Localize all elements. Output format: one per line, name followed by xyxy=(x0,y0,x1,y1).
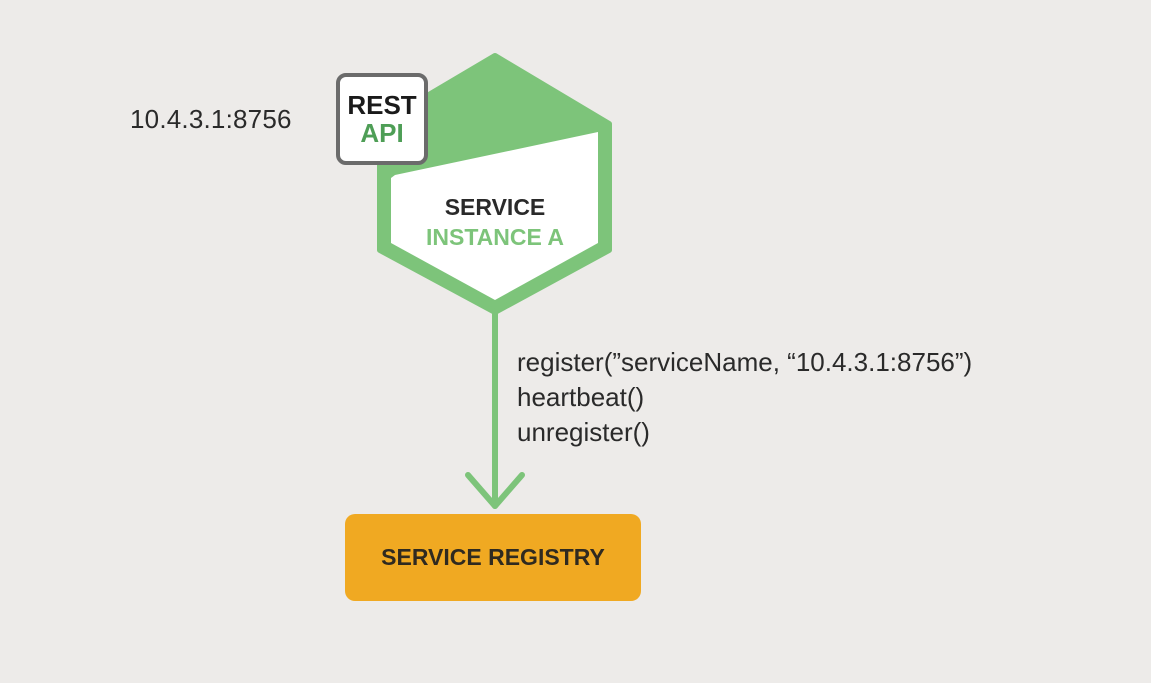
call-heartbeat: heartbeat() xyxy=(517,382,645,412)
registration-arrow-head xyxy=(465,472,525,509)
service-title-line2: INSTANCE A xyxy=(426,224,564,250)
registry-calls-list: register(”serviceName, “10.4.3.1:8756”) … xyxy=(517,345,972,450)
rest-api-line1: REST xyxy=(347,90,417,120)
service-hexagon-inner xyxy=(391,132,598,300)
service-title-line1: SERVICE xyxy=(444,194,546,220)
service-registry-label: SERVICE REGISTRY xyxy=(381,544,605,570)
service-instance-title: SERVICE INSTANCE A xyxy=(395,192,595,252)
call-unregister: unregister() xyxy=(517,417,650,447)
rest-api-badge: REST API xyxy=(336,73,428,165)
rest-api-line2: API xyxy=(360,118,404,148)
call-register: register(”serviceName, “10.4.3.1:8756”) xyxy=(517,347,973,377)
instance-address-label: 10.4.3.1:8756 xyxy=(130,104,292,134)
service-registry-box: SERVICE REGISTRY xyxy=(345,514,641,601)
